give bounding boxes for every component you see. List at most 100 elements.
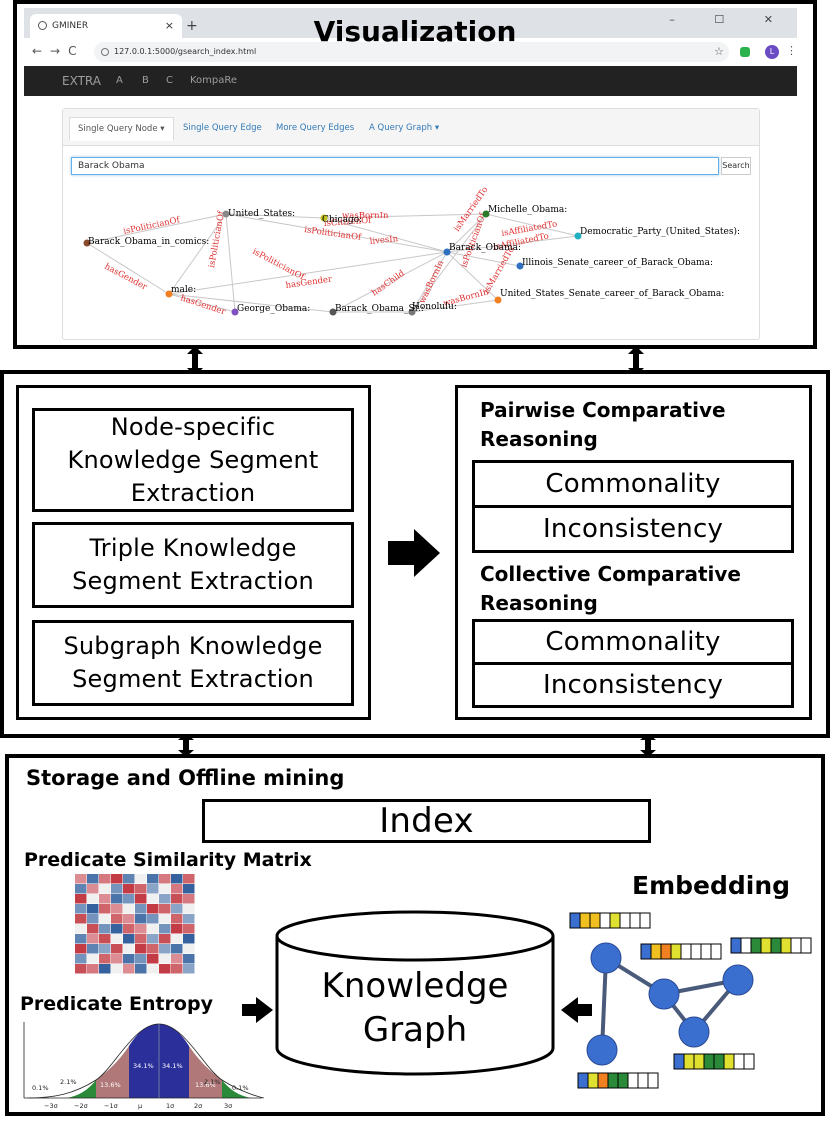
embedding-node: [678, 1016, 710, 1048]
matrix-cell: [99, 874, 111, 884]
node-label: United_States:: [228, 209, 295, 219]
matrix-cell: [75, 874, 87, 884]
graph-node[interactable]: [408, 308, 416, 316]
matrix-cell: [123, 884, 135, 894]
node-label: Barack_Obama:: [449, 243, 521, 253]
matrix-cell: [147, 894, 159, 904]
matrix-cell: [135, 934, 147, 944]
navbar-item-b[interactable]: B: [142, 75, 149, 86]
similarity-title: Predicate Similarity Matrix: [24, 849, 312, 871]
matrix-cell: [171, 904, 183, 914]
navbar-item-kompare[interactable]: KompaRe: [190, 75, 238, 86]
vector-cell: [569, 912, 581, 929]
matrix-cell: [123, 894, 135, 904]
matrix-cell: [159, 914, 171, 924]
graph-node[interactable]: [165, 290, 173, 298]
matrix-cell: [159, 884, 171, 894]
graph-node[interactable]: [574, 232, 582, 240]
window-controls[interactable]: – ☐ ✕: [669, 13, 791, 26]
navbar-brand[interactable]: EXTRA: [62, 74, 101, 88]
embedding-title: Embedding: [632, 871, 791, 900]
info-icon: [101, 48, 109, 56]
profile-avatar[interactable]: L: [765, 45, 779, 59]
edge-label: isCitizenOf: [324, 216, 373, 229]
pairwise-title: Pairwise Comparative Reasoning: [480, 398, 726, 451]
matrix-cell: [183, 964, 195, 974]
matrix-cell: [99, 934, 111, 944]
graph-node[interactable]: [329, 308, 337, 316]
matrix-cell: [123, 914, 135, 924]
graph-node[interactable]: [222, 210, 230, 218]
matrix-cell: [99, 894, 111, 904]
pct-label: 0.1%: [232, 1084, 249, 1092]
vector-cell: [700, 943, 712, 960]
matrix-cell: [147, 924, 159, 934]
vector-cell: [683, 1053, 695, 1070]
matrix-cell: [75, 924, 87, 934]
new-tab-button[interactable]: +: [186, 18, 198, 34]
axis-label: −1σ: [104, 1102, 118, 1110]
pct-label: 13.6%: [195, 1081, 216, 1089]
browser-tab[interactable]: GMINER ×: [30, 14, 182, 38]
tab-more-query-edges[interactable]: More Query Edges: [276, 123, 355, 133]
triple-extraction-box: Triple Knowledge Segment Extraction: [32, 522, 354, 608]
vector-cell: [597, 1072, 609, 1089]
vector-cell: [629, 912, 641, 929]
query-tabs: Single Query Node ▾ Single Query Edge Mo…: [63, 109, 759, 146]
tab-single-query-edge[interactable]: Single Query Edge: [183, 123, 262, 133]
graph-node[interactable]: [320, 214, 328, 222]
matrix-cell: [183, 944, 195, 954]
tab-single-query-node[interactable]: Single Query Node ▾: [69, 117, 174, 141]
matrix-cell: [111, 924, 123, 934]
matrix-cell: [183, 924, 195, 934]
graph-node[interactable]: [494, 296, 502, 304]
matrix-cell: [159, 954, 171, 964]
vector-cell: [650, 943, 662, 960]
matrix-cell: [75, 934, 87, 944]
vector-cell: [750, 937, 762, 954]
navbar-item-c[interactable]: C: [166, 75, 173, 86]
axis-label: −2σ: [74, 1102, 88, 1110]
matrix-cell: [183, 954, 195, 964]
nav-buttons[interactable]: ←→C: [32, 44, 85, 58]
subgraph-extraction-label: Subgraph Knowledge Segment Extraction: [63, 632, 323, 693]
matrix-cell: [87, 894, 99, 904]
menu-icon[interactable]: ⋮: [786, 44, 797, 57]
matrix-cell: [147, 964, 159, 974]
search-button[interactable]: Search: [721, 157, 751, 175]
navbar-item-a[interactable]: A: [116, 75, 123, 86]
matrix-cell: [171, 924, 183, 934]
vector-cell: [627, 1072, 639, 1089]
close-tab-icon[interactable]: ×: [164, 19, 174, 32]
vector-cell: [609, 912, 621, 929]
matrix-cell: [183, 934, 195, 944]
graph-node[interactable]: [83, 239, 91, 247]
star-icon[interactable]: ☆: [714, 45, 724, 58]
matrix-cell: [135, 914, 147, 924]
node-label: Chicago:: [322, 215, 362, 225]
matrix-cell: [159, 924, 171, 934]
tab-a-query-graph[interactable]: A Query Graph ▾: [369, 123, 440, 133]
vector-cell: [703, 1053, 715, 1070]
matrix-cell: [99, 914, 111, 924]
matrix-cell: [87, 954, 99, 964]
matrix-cell: [87, 944, 99, 954]
extension-icon[interactable]: [740, 47, 750, 57]
vector-cell: [693, 1053, 705, 1070]
node-label: Barack_Obama_in_comics:: [88, 237, 209, 247]
url-field[interactable]: 127.0.0.1:5000/gsearch_index.html: [94, 42, 729, 62]
axis-label: μ: [138, 1102, 142, 1110]
graph-node[interactable]: [231, 308, 239, 316]
matrix-cell: [171, 964, 183, 974]
matrix-cell: [87, 924, 99, 934]
triple-extraction-label: Triple Knowledge Segment Extraction: [72, 534, 314, 595]
pairwise-commonality-box: Commonality: [472, 460, 794, 508]
search-input[interactable]: Barack Obama: [71, 157, 719, 175]
graph-node[interactable]: [443, 248, 451, 256]
graph-node[interactable]: [482, 210, 490, 218]
axis-label: 3σ: [224, 1102, 232, 1110]
matrix-cell: [123, 924, 135, 934]
matrix-cell: [123, 904, 135, 914]
graph-node[interactable]: [516, 262, 524, 270]
